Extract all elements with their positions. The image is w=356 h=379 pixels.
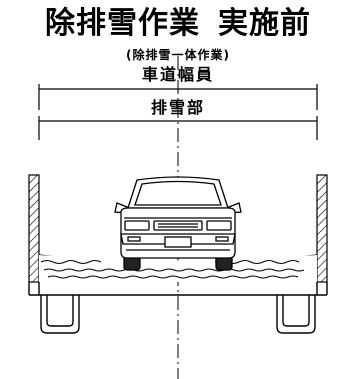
snow-layer bbox=[39, 255, 317, 282]
snow-removal-dimension bbox=[38, 116, 318, 140]
snow-removal-label: 排雪部 bbox=[150, 98, 205, 117]
car bbox=[114, 176, 242, 271]
right-wall bbox=[316, 174, 328, 283]
road-width-dimension bbox=[38, 84, 318, 110]
road-width-label: 車道幅員 bbox=[141, 65, 214, 84]
title-phase: 実施前 bbox=[218, 6, 311, 41]
title-main: 除排雪作業 bbox=[45, 6, 200, 41]
diagram-subtitle: (除排雪一体作業) bbox=[126, 48, 230, 62]
diagram-title: 除排雪作業実施前 bbox=[0, 6, 356, 42]
right-drainage-box bbox=[276, 295, 316, 334]
left-drainage-box bbox=[40, 295, 80, 334]
left-wall bbox=[28, 174, 40, 283]
